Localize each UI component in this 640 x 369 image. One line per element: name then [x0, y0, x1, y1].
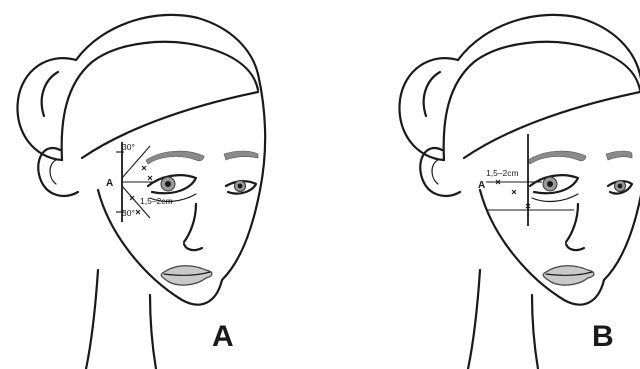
panel-label-a: A — [212, 320, 234, 353]
angle-label-bottom-a: 30° — [122, 208, 135, 218]
panel-b: A 1,5–2cm B — [399, 15, 640, 369]
panel-label-b: B — [592, 320, 614, 353]
brow-right-b — [606, 151, 632, 160]
distance-label-a: 1,5–2cm — [140, 196, 173, 206]
facial-features-a — [146, 151, 258, 285]
brow-left-a — [146, 151, 204, 164]
brow-right-a — [224, 151, 258, 160]
distance-label-b: 1,5–2cm — [486, 168, 519, 178]
measurement-guides-b — [486, 134, 574, 226]
panel-a: 30° 30° A 1,5–2cm A — [17, 15, 265, 369]
head-outline-b — [399, 15, 640, 369]
point-label-a: A — [106, 178, 113, 189]
brow-left-b — [528, 151, 586, 164]
angle-label-top-a: 30° — [122, 142, 135, 152]
point-label-b: A — [478, 180, 485, 191]
